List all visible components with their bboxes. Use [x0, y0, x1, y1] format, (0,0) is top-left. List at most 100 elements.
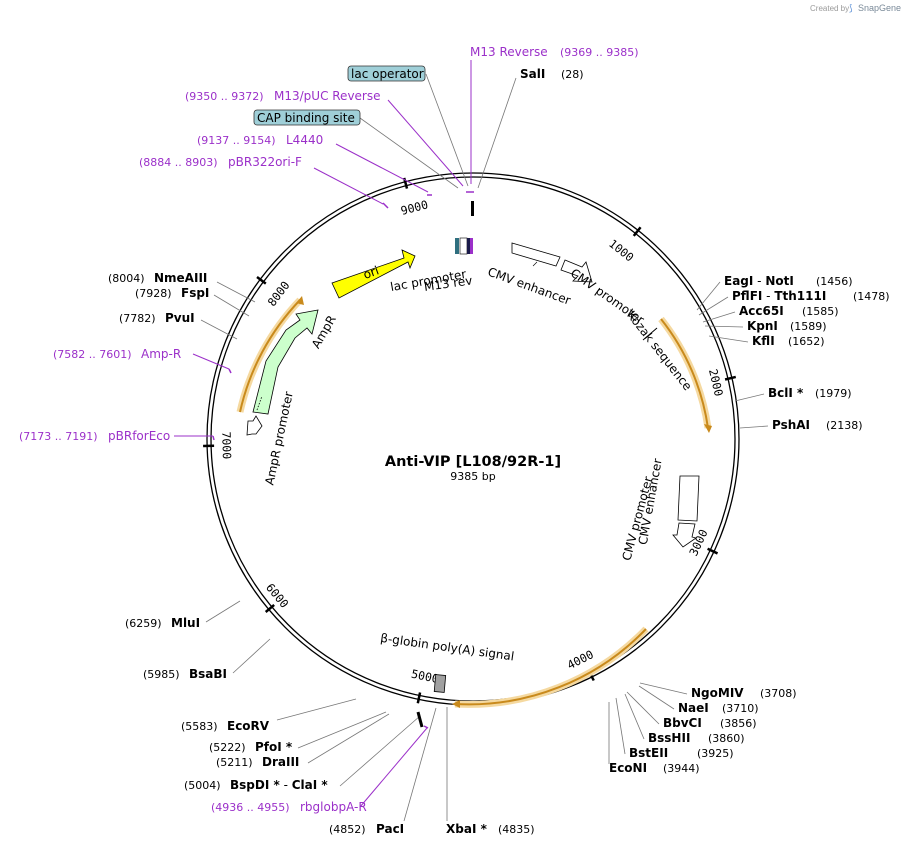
m13-rev-label: M13 rev — [423, 273, 473, 294]
site-pos-acc65i: (1585) — [802, 305, 839, 318]
ori-feature-arrow — [331, 249, 416, 299]
site-name: Acc65I — [739, 304, 784, 318]
site-name: PfoI * — [255, 740, 293, 754]
site-label-ecorv: EcoRV — [227, 719, 270, 733]
leader-naei — [638, 685, 675, 710]
orf-arc-3 — [239, 299, 301, 413]
site-name: NgoMIV — [691, 686, 744, 700]
tick-3000 — [707, 547, 719, 555]
cap-site-mark — [459, 237, 468, 255]
site-label-draiii: DraIII — [262, 755, 299, 769]
primer-label-m13-reverse: M13 Reverse — [470, 45, 548, 59]
site-name: BstEII — [629, 746, 668, 760]
leader-pvui — [200, 319, 238, 340]
m13-rev-mark — [470, 238, 473, 254]
site-label-acc65i: Acc65I — [739, 304, 784, 318]
site-name: SalI — [520, 67, 545, 81]
tick-label-5000: 5000 — [410, 667, 440, 686]
site-name: BclI * — [768, 386, 804, 400]
site-pos-xbai: (4835) — [498, 823, 535, 836]
site-name: PflFI — [732, 289, 762, 303]
tick-label-8000: 8000 — [265, 278, 293, 309]
tick-label-9000: 9000 — [399, 197, 429, 218]
site-label-paci: PacI — [376, 822, 404, 836]
site-label-naei: NaeI — [678, 701, 709, 715]
lac-operator-mark — [467, 238, 470, 254]
site-label-pflfi-tth111i: PflFI - Tth111I — [732, 289, 826, 303]
tick-5000 — [416, 692, 422, 704]
site-pos-ecorv: (5583) — [181, 720, 218, 733]
site-sep: - — [280, 778, 292, 792]
annotation-labels: SalI(28)EagI - NotI(1456)PflFI - Tth111I… — [19, 45, 890, 836]
ampr-feature-arrow — [252, 309, 319, 415]
site-pos-econi: (3944) — [663, 762, 700, 775]
pbrforeco-mark — [212, 435, 215, 441]
site-label-bsabi: BsaBI — [189, 667, 227, 681]
primer-leader-pbr322ori-f — [313, 167, 384, 205]
lac-promoter-mark — [455, 238, 459, 254]
site-pos-bsteii: (3925) — [697, 747, 734, 760]
site-name: BssHII — [648, 731, 690, 745]
leader-mlui — [205, 600, 241, 623]
site-label-xbai: XbaI * — [446, 822, 488, 836]
site-label-sali: SalI — [520, 67, 545, 81]
ampr-dots — [256, 395, 263, 411]
site-name: PshAI — [772, 418, 810, 432]
leader-pflfi-tth111i — [698, 296, 729, 316]
tick-label-1000: 1000 — [606, 236, 636, 264]
backbone-inner — [210, 176, 736, 702]
leader-nmeaiii — [216, 281, 256, 303]
primer-pos-l4440: (9137 .. 9154) — [197, 134, 276, 147]
leader-kpni — [704, 325, 744, 328]
site-mark-5000 — [416, 711, 424, 728]
site-pos-draiii: (5211) — [216, 756, 253, 769]
site-name: EagI — [724, 274, 753, 288]
site-label-nmeaiii: NmeAIII — [154, 271, 207, 285]
primer-label-pbrforeco: pBRforEco — [108, 429, 170, 443]
primer-pos-rbglobpa-r: (4936 .. 4955) — [211, 801, 290, 814]
site-label-fspi: FspI — [181, 286, 209, 300]
site-name: PacI — [376, 822, 404, 836]
leader-acc65i — [702, 311, 736, 323]
cmv-promoter-arrow-1 — [560, 259, 593, 283]
site-sep: - — [753, 274, 765, 288]
leader-sali — [477, 77, 517, 189]
primer-label-l4440: L4440 — [286, 133, 323, 147]
polya-label: β-globin poly(A) signal — [379, 631, 515, 664]
leader-pshai — [739, 425, 769, 429]
orf-arc-1-arrow — [704, 424, 712, 433]
orf-arc-2-arrow — [452, 700, 460, 708]
site-pos-pvui: (7782) — [119, 312, 156, 325]
primer-label-pbr322ori-f: pBR322ori-F — [228, 155, 302, 169]
site-name-2: NotI — [765, 274, 794, 288]
site-label-mlui: MluI — [171, 616, 200, 630]
credit-brand: SnapGene — [858, 3, 901, 13]
site-pos-pshai: (2138) — [826, 419, 863, 432]
leader-fspi — [213, 294, 250, 317]
site-label-pshai: PshAI — [772, 418, 810, 432]
site-pos-nmeaiii: (8004) — [108, 272, 145, 285]
tick-label-2000: 2000 — [706, 368, 726, 398]
box-label-lac-operator: lac operator — [351, 67, 424, 81]
tick-6000 — [264, 603, 275, 613]
rbglobpa-r-mark — [423, 725, 429, 729]
primer-label-rbglobpa-r: rbglobpA-R — [300, 800, 367, 814]
leader-ngomiv — [639, 682, 688, 695]
orf-arc-3-arrow — [296, 296, 304, 305]
credit-prefix: Created by — [810, 4, 849, 13]
plasmid-length: 9385 bp — [450, 470, 495, 483]
leader-ecorv — [276, 698, 357, 721]
tick-8000 — [256, 275, 267, 285]
leader-bspdi-clai — [339, 715, 421, 787]
primer-pos-amp-r: (7582 .. 7601) — [53, 348, 132, 361]
site-label-ngomiv: NgoMIV — [691, 686, 744, 700]
site-pos-bbvci: (3856) — [720, 717, 757, 730]
site-name: BbvCI — [663, 716, 702, 730]
leader-eagi-noti — [696, 281, 721, 311]
site-name: FspI — [181, 286, 209, 300]
site-name: PvuI — [165, 311, 195, 325]
site-label-eagi-noti: EagI - NotI — [724, 274, 794, 288]
site-label-econi: EcoNI — [609, 761, 647, 775]
orf-arc-1 — [660, 318, 709, 429]
polya-signal-mark — [433, 674, 447, 693]
